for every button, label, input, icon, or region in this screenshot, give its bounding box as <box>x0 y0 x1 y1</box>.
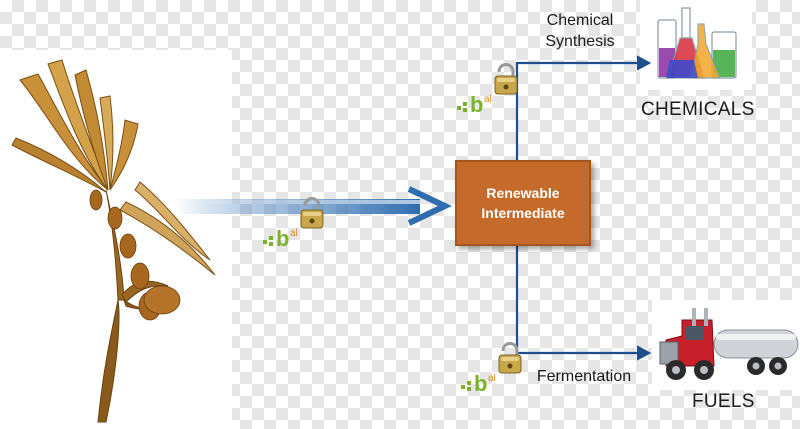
bal-lock-badge-bottom: b al <box>461 342 522 393</box>
chemical-synthesis-label: Chemical Synthesis <box>532 10 628 52</box>
bal-lock-badge-top: b al <box>457 63 518 114</box>
chemical-synthesis-line2: Synthesis <box>545 33 615 50</box>
bal-logo-suffix: al <box>488 373 496 384</box>
bal-logo-letter: b <box>470 92 483 114</box>
bal-logo-icon: b al <box>457 92 492 114</box>
chemical-flasks-illustration <box>657 7 737 79</box>
bal-lock-badge-feed: b al <box>263 197 324 248</box>
bal-logo-letter: b <box>474 371 487 393</box>
padlock-icon <box>494 63 518 95</box>
padlock-icon <box>498 342 522 374</box>
center-box-line1: Renewable <box>486 185 560 201</box>
bal-logo-icon: b al <box>461 371 496 393</box>
bal-logo-suffix: al <box>290 228 298 239</box>
renewable-intermediate-box: Renewable Intermediate <box>455 160 591 246</box>
bal-logo-letter: b <box>276 226 289 248</box>
fuel-truck-illustration <box>659 308 799 380</box>
center-box-line2: Intermediate <box>481 205 565 221</box>
padlock-icon <box>300 197 324 229</box>
fermentation-label: Fermentation <box>536 368 632 385</box>
top-arrow <box>517 55 652 71</box>
fuels-output-label: FUELS <box>692 391 755 412</box>
chemicals-output-label: CHEMICALS <box>641 99 755 120</box>
chemical-synthesis-line1: Chemical <box>546 12 614 29</box>
kelp-illustration <box>11 59 216 423</box>
feed-arrow <box>175 186 453 226</box>
bal-logo-icon: b al <box>263 226 298 248</box>
bottom-arrow <box>517 345 652 361</box>
bal-logo-suffix: al <box>484 94 492 105</box>
